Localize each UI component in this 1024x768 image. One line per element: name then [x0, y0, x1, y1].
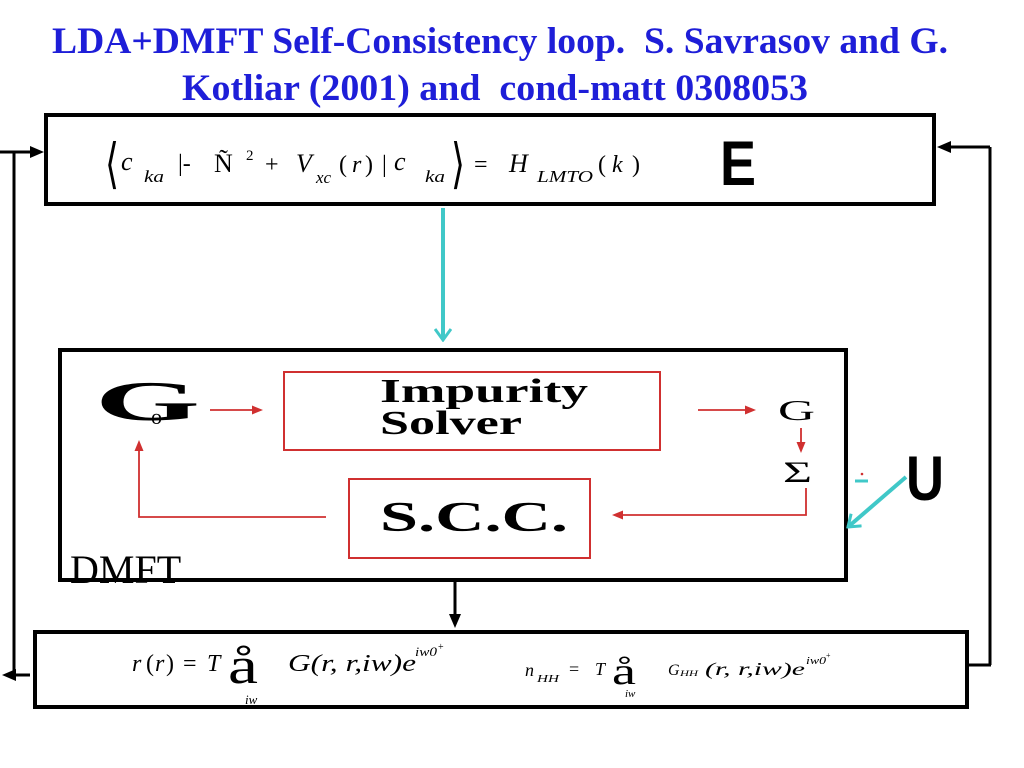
formula-potential-arg-open: ( [339, 152, 347, 178]
self-consistency-box: S.C.C. [348, 478, 591, 559]
density-box: r ( r ) = T å iw G(r, r,iw)e iw0 + n HH … [33, 630, 969, 709]
bath-green-function-subscript: o [151, 404, 162, 429]
lda-box: ⟨ c ka |- Ñ 2 + V xc ( r ) | c ka ⟩ = H … [44, 113, 936, 206]
density-equals: = [183, 651, 197, 677]
density-exponent: iw0 [415, 644, 438, 659]
formula-plus: + [265, 152, 279, 178]
interaction-label: U [906, 444, 944, 514]
formula-nabla: Ñ [214, 149, 233, 178]
slide-title-line-2: Kotliar (2001) and cond-matt 0308053 [182, 68, 808, 109]
occupancy-exponent-sign: + [826, 651, 831, 660]
energy-label: E [720, 129, 756, 199]
occupancy-temperature: T [595, 659, 607, 679]
self-energy-symbol: Σ [783, 456, 812, 489]
dmft-box: DMFT G o Impurity Solver G Σ S.C.C. [58, 348, 848, 592]
density-box-frame [33, 630, 969, 709]
formula-potential-subscript: xc [315, 168, 332, 187]
arrow-u-to-dmft [848, 475, 908, 527]
slide-title: LDA+DMFT Self-Consistency loop. S. Savra… [52, 21, 948, 109]
occupancy-n-subscript: HH [536, 673, 561, 685]
density-green-term: G(r, r,iw)e [288, 651, 416, 677]
impurity-solver-frame [283, 371, 661, 451]
density-sum: å [228, 638, 258, 695]
formula-chi-right: c [394, 147, 406, 176]
impurity-solver-line-2: Solver [380, 405, 522, 442]
formula-hamiltonian-arg-open: ( [598, 152, 606, 178]
arrow-sigma-to-scc [612, 488, 807, 520]
occupancy-sum-index: iw [625, 688, 636, 700]
interaction-input: U [848, 444, 944, 527]
outer-loop-left [0, 146, 44, 681]
occupancy-equals: = [569, 659, 579, 679]
formula-ket: ⟩ [451, 132, 465, 195]
occupancy-green-subscript: HH [678, 669, 699, 678]
dmft-label: DMFT [70, 547, 181, 592]
formula-operator: |- [178, 151, 191, 177]
self-consistency-frame [348, 478, 591, 559]
occupancy-exponent: iw0 [806, 655, 827, 667]
formula-hamiltonian-arg-close: ) [632, 152, 640, 178]
formula-chi-left-subscript: ka [144, 167, 164, 186]
impurity-solver-box: Impurity Solver [283, 371, 661, 451]
arrow-scc-to-bath [134, 440, 326, 518]
slide-title-line-1: LDA+DMFT Self-Consistency loop. S. Savra… [52, 21, 948, 62]
formula-chi-left: c [121, 147, 133, 176]
density-arg-close: ) [166, 651, 174, 677]
formula-hamiltonian-arg: k [612, 152, 623, 178]
formula-chi-right-subscript: ka [425, 167, 445, 186]
impurity-solver-line-1: Impurity [380, 373, 588, 410]
formula-nabla-power: 2 [246, 148, 254, 164]
lda-box-frame [44, 113, 936, 206]
small-dot-mark [860, 472, 864, 476]
formula-potential-arg-close: ) [365, 152, 373, 178]
self-consistency-label: S.C.C. [380, 495, 568, 541]
occupancy-n: n [525, 660, 534, 680]
density-formula: r ( r ) = T å iw G(r, r,iw)e iw0 + [132, 638, 444, 707]
formula-potential-arg: r [352, 152, 362, 178]
occupancy-formula: n HH = T å iw G HH (r, r,iw)e iw0 + [525, 651, 831, 700]
formula-hamiltonian-subscript: LMTO [536, 167, 593, 186]
density-sum-index: iw [245, 692, 258, 707]
formula-hamiltonian: H [508, 149, 529, 178]
local-green-function: G [778, 396, 815, 427]
dmft-box-frame [58, 348, 848, 582]
occupancy-green: G [668, 662, 680, 679]
outer-loop-right [937, 141, 992, 667]
formula-bar: | [382, 152, 387, 178]
density-exponent-sign: + [438, 642, 444, 653]
density-temperature: T [207, 651, 222, 677]
occupancy-green-args: (r, r,iw)e [705, 659, 805, 680]
density-rho: r [132, 651, 142, 677]
density-arg: r [155, 651, 165, 677]
bath-green-function: G o [95, 371, 200, 433]
lda-hamiltonian-formula: ⟨ c ka |- Ñ 2 + V xc ( r ) | c ka ⟩ = H … [105, 132, 640, 195]
density-arg-open: ( [146, 651, 154, 677]
formula-potential: V [296, 149, 315, 178]
bath-green-function-symbol: G [95, 371, 200, 433]
occupancy-sum: å [612, 651, 636, 693]
formula-bra: ⟨ [105, 132, 119, 195]
formula-equals: = [474, 152, 488, 178]
